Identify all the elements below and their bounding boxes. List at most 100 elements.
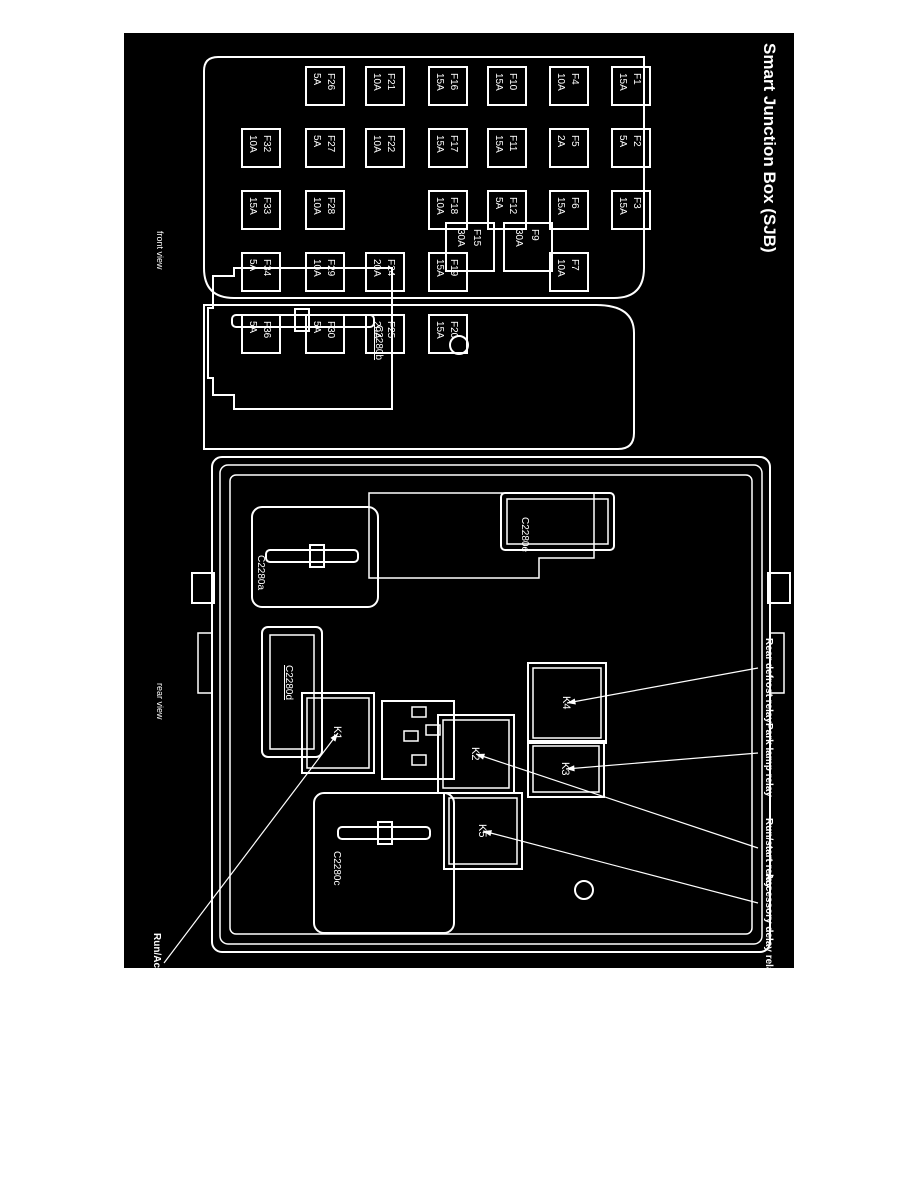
fuse-rating: 15A xyxy=(555,197,566,215)
fuse-id: F36 xyxy=(261,321,272,339)
fuse-rating: 15A xyxy=(434,321,445,339)
callout-leader xyxy=(566,667,759,704)
callout-text: Accessory delay relay xyxy=(763,873,774,979)
fuse-rating: 2A xyxy=(555,135,566,148)
connector-label-c2280e: C2280e xyxy=(519,517,530,552)
fuse-id: F27 xyxy=(325,135,336,153)
callout-leader xyxy=(163,732,339,964)
callout-text: Run/Accessory relay xyxy=(151,933,162,1032)
fuse-id: F17 xyxy=(448,135,459,153)
callout-text: Park lamp relay xyxy=(763,723,774,797)
fuse-rating: 15A xyxy=(617,73,628,91)
diagram-title: Smart Junction Box (SJB) xyxy=(760,43,779,253)
fuse-id: F6 xyxy=(569,197,580,209)
relay-k1: K1 xyxy=(301,692,375,774)
fuse-f9: F9 30A xyxy=(503,222,553,272)
fuse-rating: 10A xyxy=(555,73,566,91)
callout-leader xyxy=(482,830,759,904)
center-terminal-block xyxy=(381,700,455,780)
fuse-rating: 10A xyxy=(371,73,382,91)
callout-text: Run/start relay xyxy=(763,818,774,888)
fuse-rating: 15A xyxy=(493,135,504,153)
connector-c2280c: C2280c xyxy=(313,792,455,934)
connector-panel-outline xyxy=(203,304,635,450)
fuse-rating: 5A xyxy=(311,73,322,86)
fuse-id: F2 xyxy=(631,135,642,147)
fuse-id: F9 xyxy=(529,229,540,241)
connector-label-c2280a: C2280a xyxy=(255,555,266,590)
callout-k4: Rear defrost relay xyxy=(566,638,774,723)
fuse-rating: 10A xyxy=(247,135,258,153)
front-view-label: front view xyxy=(155,231,165,270)
fuse-f15: F15 30A xyxy=(445,222,495,272)
fuse-rating: 10A xyxy=(434,197,445,215)
callout-arrowhead xyxy=(330,733,338,742)
fuse-rating: 5A xyxy=(493,197,504,210)
relay-label: K2 xyxy=(469,747,481,760)
fuse-id: F1 xyxy=(631,73,642,85)
callout-k5: Accessory delay relay xyxy=(482,830,774,979)
connector-label-c2280b: C2280b xyxy=(373,325,384,360)
fuse-rating: 15A xyxy=(434,135,445,153)
fuse-id: F26 xyxy=(325,73,336,91)
fuse-rating: 15A xyxy=(434,73,445,91)
callout-k1: Run/Accessory relay xyxy=(151,732,339,1032)
fuse-rating: 10A xyxy=(555,259,566,277)
fuse-id: F33 xyxy=(261,197,272,215)
fuse-id: F18 xyxy=(448,197,459,215)
fuse-rating: 15A xyxy=(617,197,628,215)
callout-arrowhead xyxy=(567,698,576,705)
fuse-rating: 10A xyxy=(371,135,382,153)
callout-k2: Run/start relay xyxy=(475,753,774,888)
fuse-id: F30 xyxy=(325,321,336,339)
rear-housing xyxy=(191,456,791,953)
fuse-rating: 30A xyxy=(455,229,466,247)
fuse-panel-outline xyxy=(203,56,645,299)
connector-c2280e: C2280e xyxy=(500,492,615,552)
fuse-id: F19 xyxy=(448,259,459,277)
relay-label: K4 xyxy=(560,696,572,709)
fuse-rating: 5A xyxy=(617,135,628,148)
fuse-rating: 5A xyxy=(311,135,322,148)
fuse-id: F10 xyxy=(507,73,518,91)
fuse-id: F32 xyxy=(261,135,272,153)
fuse-id: F5 xyxy=(569,135,580,147)
callout-arrowhead xyxy=(483,830,492,837)
fuse-id: F22 xyxy=(385,135,396,153)
fuse-id: F15 xyxy=(471,229,482,247)
connector-label-c2280c: C2280c xyxy=(331,851,342,885)
fuse-id: F3 xyxy=(631,197,642,209)
fuse-rating: 30A xyxy=(513,229,524,247)
connector-label-c2280d: C2280d xyxy=(283,665,294,700)
fuse-rating: 5A xyxy=(247,259,258,272)
fuse-id: F16 xyxy=(448,73,459,91)
diagram-panel xyxy=(124,33,794,968)
fuse-rating: 15A xyxy=(434,259,445,277)
relay-k3: K3 xyxy=(527,740,605,798)
fuse-id: F21 xyxy=(385,73,396,91)
relay-k5: K5 xyxy=(443,792,523,870)
fuse-rating: 20A xyxy=(371,321,382,339)
fuse-id: F28 xyxy=(325,197,336,215)
fuse-id: F20 xyxy=(448,321,459,339)
relay-label: K3 xyxy=(559,762,571,775)
fuse-id: F12 xyxy=(507,197,518,215)
